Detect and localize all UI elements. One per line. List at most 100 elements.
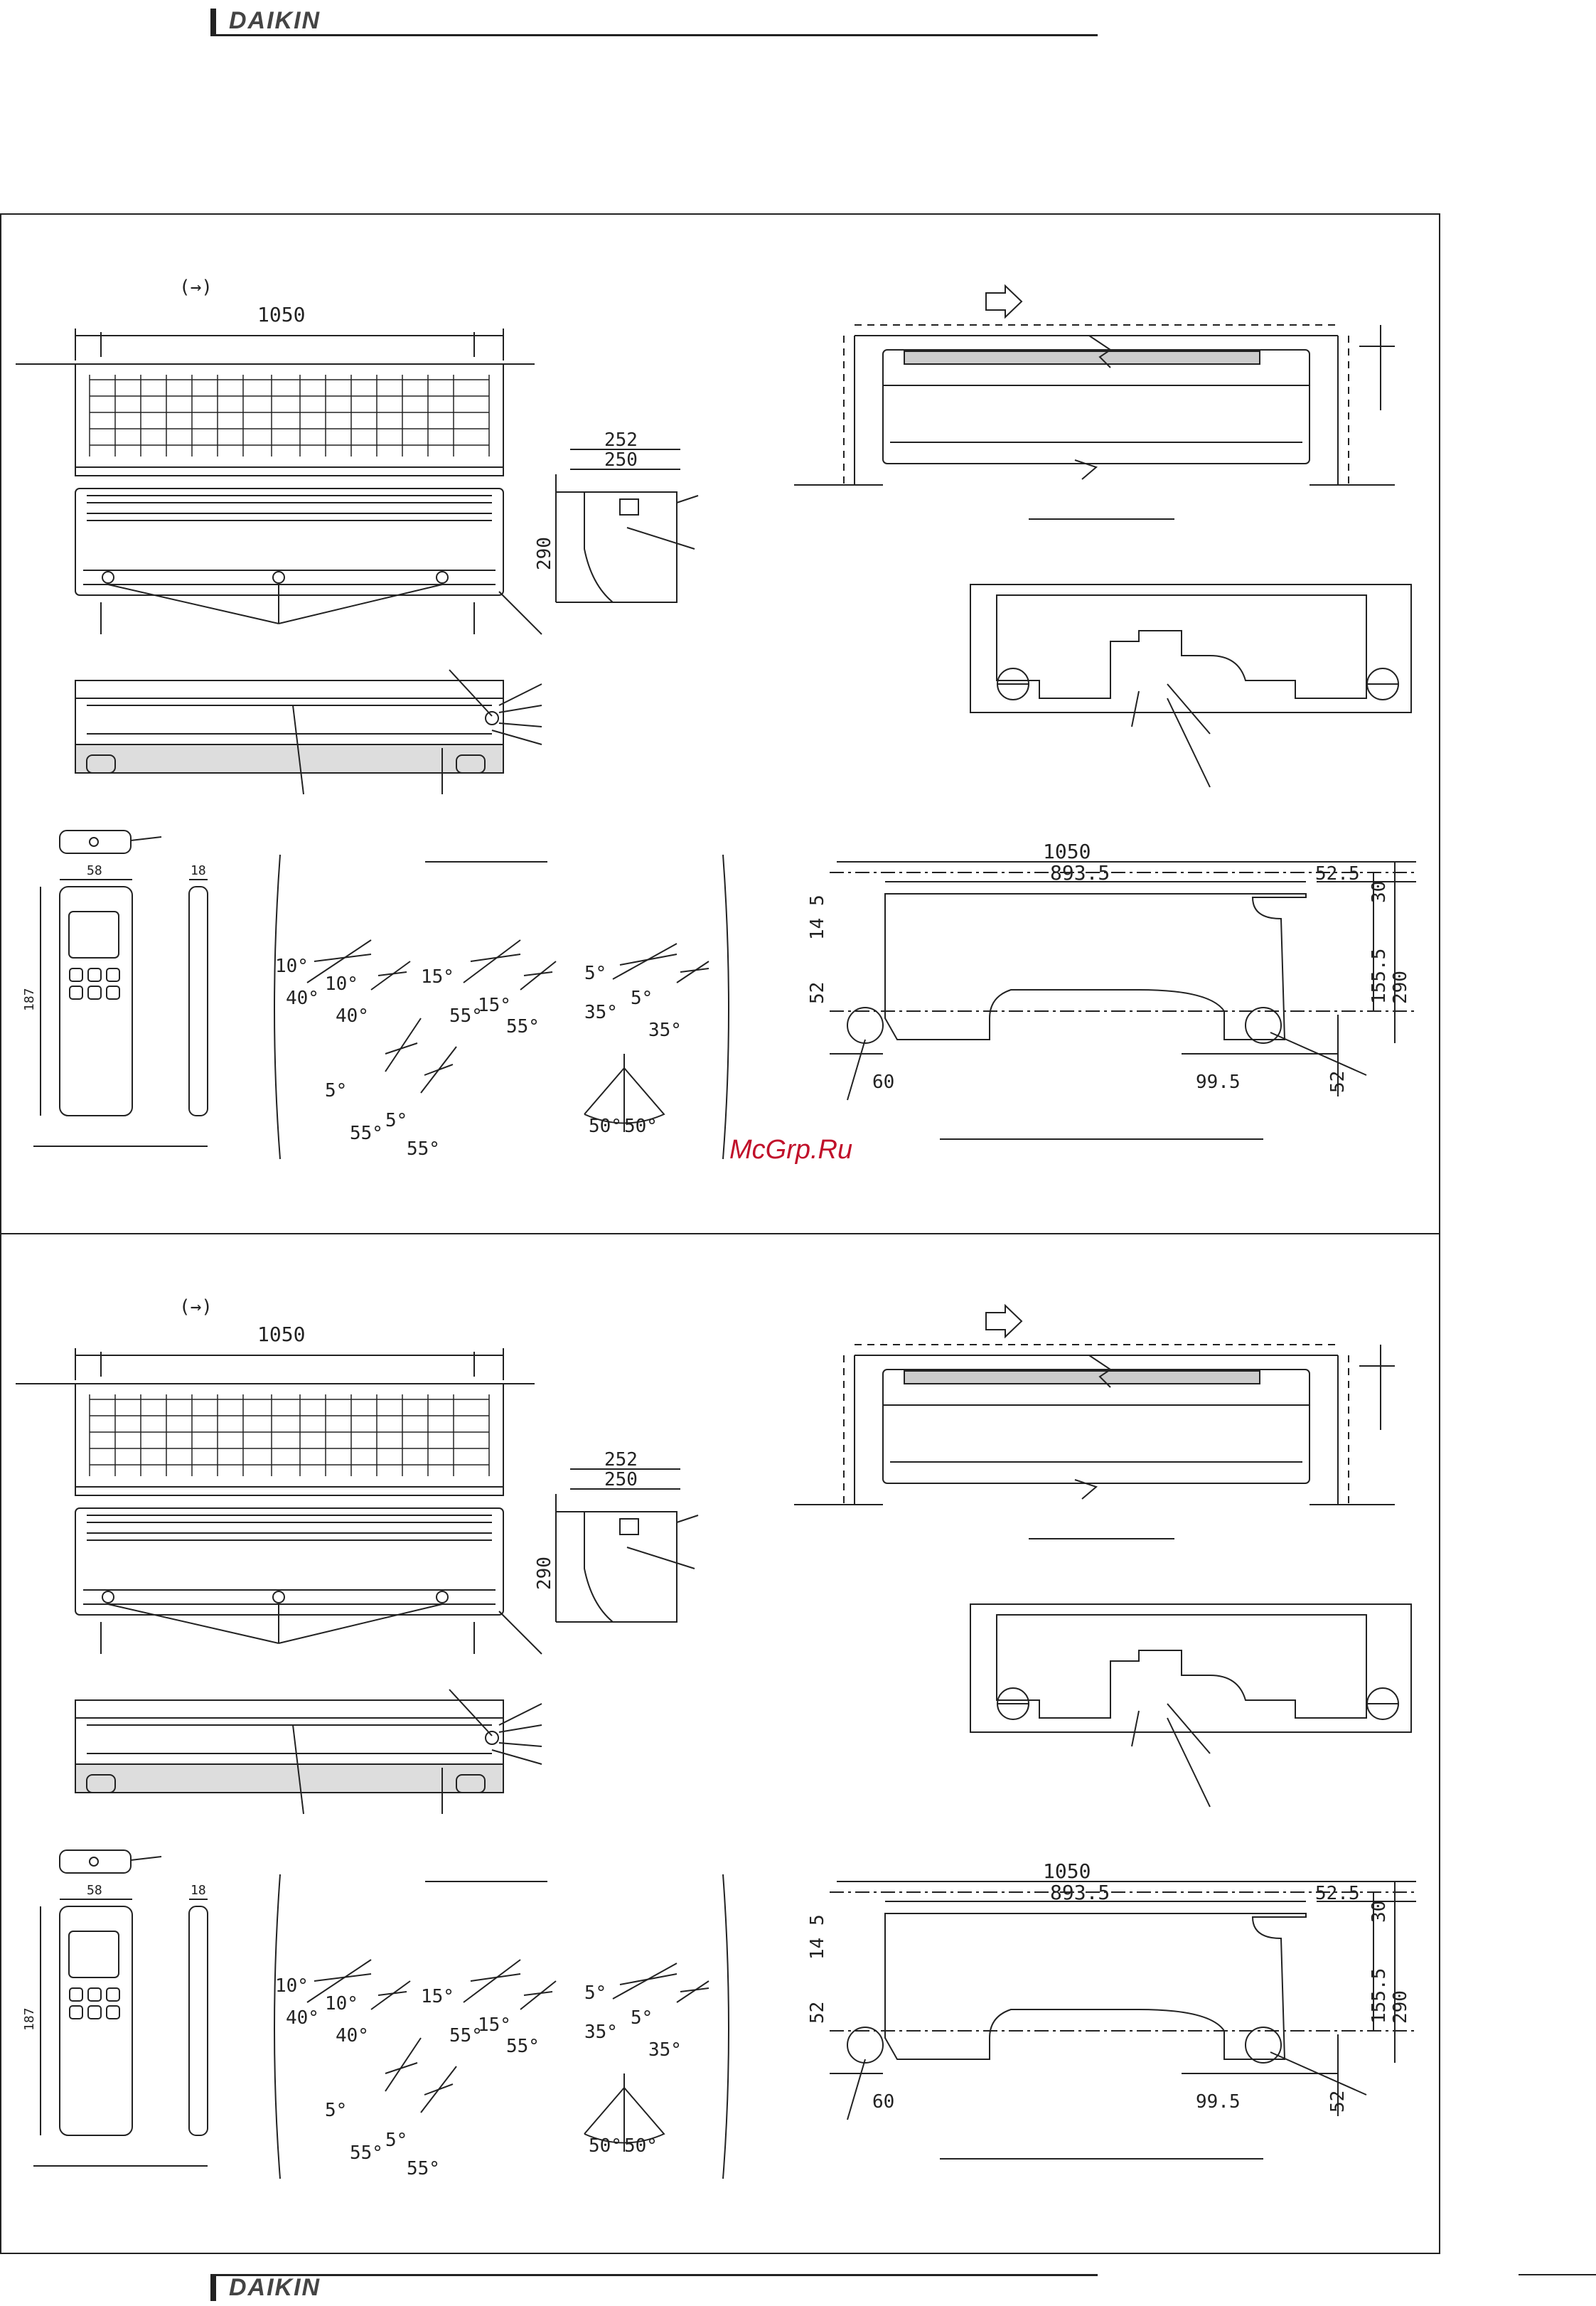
plate-52: 52: [807, 982, 828, 1004]
mounting-plate-dims: [830, 1881, 1416, 2160]
plate-14: 14: [807, 1938, 828, 1960]
remote-controller: [33, 830, 208, 1147]
angle-b4: 55°: [506, 2036, 540, 2057]
angle-e2: 50°: [624, 1116, 658, 1137]
footer-logo: DAIKIN: [229, 2274, 321, 2301]
plate-width: 1050: [1043, 840, 1091, 863]
mounting-plate-dims: [830, 861, 1416, 1140]
angle-c3: 5°: [631, 988, 653, 1009]
angle-c2: 35°: [584, 2022, 618, 2043]
side-view: [555, 1468, 699, 1623]
angle-d1: 5°: [325, 1080, 347, 1101]
angle-a1: 10°: [275, 956, 309, 977]
angle-e1: 50°: [589, 1116, 622, 1137]
plate-52b: 52: [1327, 2091, 1349, 2113]
remote-width: 58: [87, 1883, 102, 1898]
side-height: 290: [534, 1557, 555, 1590]
remote-controller: [33, 1849, 208, 2167]
angle-d1: 5°: [325, 2100, 347, 2121]
angle-b3: 15°: [478, 995, 511, 1016]
angle-d4: 55°: [407, 2158, 440, 2179]
bottom-view: [75, 1689, 542, 1815]
installation-view: [794, 1303, 1395, 1539]
plate-60: 60: [872, 2091, 894, 2113]
angle-a4: 40°: [336, 2025, 369, 2046]
plate-30: 30: [1369, 881, 1390, 903]
bottom-view: [75, 669, 542, 795]
angle-e2: 50°: [624, 2135, 658, 2157]
angle-c3: 5°: [631, 2007, 653, 2029]
louver-angle-diagrams: [274, 1874, 729, 2179]
installation-view: [794, 284, 1395, 520]
side-depth-inner: 250: [604, 449, 638, 471]
drawing-panel-1: 1050 (→) 252 250 290: [0, 213, 1440, 1234]
plate-995: 99.5: [1196, 1072, 1241, 1093]
side-height: 290: [534, 537, 555, 570]
plate-290: 290: [1390, 971, 1411, 1004]
front-width-label: 1050: [257, 1323, 305, 1346]
plate-995: 99.5: [1196, 2091, 1241, 2113]
angle-a4: 40°: [336, 1005, 369, 1027]
angle-b1: 15°: [421, 1986, 454, 2007]
front-view-grille: [16, 329, 535, 476]
header-mark: [210, 9, 216, 36]
plate-right: 52.5: [1315, 1883, 1360, 1904]
angle-a1: 10°: [275, 1975, 309, 1997]
side-view: [555, 449, 699, 603]
louver-angle-diagrams: [274, 854, 729, 1160]
plate-14: 14: [807, 918, 828, 940]
mounting-plate-outline: [970, 584, 1412, 788]
angle-a3: 10°: [325, 1993, 358, 2014]
remote-thickness: 18: [191, 863, 206, 878]
header-logo: DAIKIN: [229, 7, 321, 34]
mounting-plate-outline: [970, 1603, 1412, 1808]
angle-d3: 5°: [385, 1110, 407, 1131]
angle-c1: 5°: [584, 963, 606, 984]
plate-60: 60: [872, 1072, 894, 1093]
drawing-svg-1: 1050 (→) 252 250 290: [16, 277, 1416, 1160]
plate-52b: 52: [1327, 1071, 1349, 1093]
remote-height: 187: [22, 988, 37, 1011]
remote-width: 58: [87, 863, 102, 878]
remote-thickness: 18: [191, 1883, 206, 1898]
remote-height: 187: [22, 2007, 37, 2031]
footer-rule: [210, 2274, 1098, 2276]
front-width-label: 1050: [257, 303, 305, 326]
angle-d2: 55°: [350, 1123, 383, 1144]
plate-width: 1050: [1043, 1859, 1091, 1883]
watermark[interactable]: McGrp.Ru: [729, 1135, 853, 1165]
angle-d3: 5°: [385, 2130, 407, 2151]
footer-mark: [210, 2274, 216, 2301]
arrow-note: (→): [179, 1296, 213, 1318]
drawing-panel-2: 1050 (→) 252 250 290: [0, 1233, 1440, 2254]
angle-b1: 15°: [421, 966, 454, 988]
front-view-body: [75, 1507, 542, 1655]
angle-e1: 50°: [589, 2135, 622, 2157]
side-depth-outer: 252: [604, 429, 638, 451]
side-depth-inner: 250: [604, 1469, 638, 1490]
front-view-grille: [16, 1348, 535, 1496]
angle-b3: 15°: [478, 2014, 511, 2036]
plate-inner: 893.5: [1050, 861, 1110, 885]
footer-side-rule: [1519, 2274, 1596, 2275]
angle-c2: 35°: [584, 1002, 618, 1023]
angle-d2: 55°: [350, 2142, 383, 2164]
plate-1555: 155.5: [1369, 949, 1390, 1004]
angle-a2: 40°: [286, 988, 319, 1009]
plate-top: 5: [807, 1914, 828, 1926]
arrow-note: (→): [179, 277, 213, 298]
angle-c1: 5°: [584, 1982, 606, 2004]
angle-a2: 40°: [286, 2007, 319, 2029]
plate-30: 30: [1369, 1901, 1390, 1923]
angle-a3: 10°: [325, 973, 358, 995]
plate-inner: 893.5: [1050, 1881, 1110, 1904]
plate-1555: 155.5: [1369, 1968, 1390, 2024]
front-view-body: [75, 488, 542, 635]
angle-c4: 35°: [648, 2039, 682, 2061]
plate-52: 52: [807, 2002, 828, 2024]
angle-b2: 55°: [449, 2025, 483, 2046]
drawing-svg-2: 1050 (→) 252 250 290: [16, 1296, 1416, 2179]
header-rule: [210, 34, 1098, 36]
angle-b4: 55°: [506, 1016, 540, 1037]
angle-c4: 35°: [648, 1020, 682, 1041]
